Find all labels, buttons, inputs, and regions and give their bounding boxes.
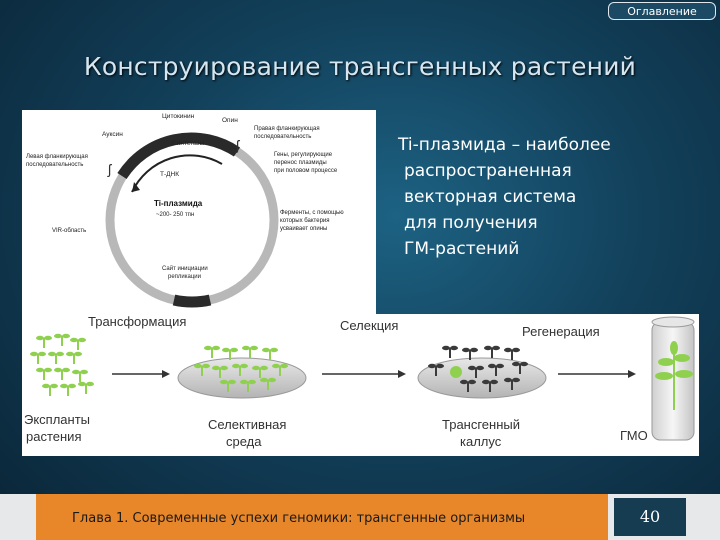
origin-arc	[172, 294, 212, 308]
step-selection-label: Селекция	[340, 318, 398, 333]
petri-dish-selective	[177, 357, 307, 399]
arrowhead-icon	[132, 182, 140, 192]
label-enzymes-1: Ферменты, с помощью	[280, 210, 344, 216]
regenerated-plant	[655, 341, 693, 410]
label-synthases: Синтетазы	[172, 140, 205, 147]
label-genes-1: Гены, регулирующие	[274, 152, 333, 158]
label-tdna: Т-ДНК	[160, 171, 179, 178]
description-line: распространенная	[404, 161, 572, 181]
transformation-process-diagram: Трансформация Селекция Регенерация Экспл…	[22, 314, 699, 456]
label-auxin: Ауксин	[102, 131, 123, 138]
label-genes-2: перенос плазмиды	[274, 160, 327, 166]
label-opine: Опин	[222, 117, 238, 124]
description-line: векторная система	[404, 187, 577, 207]
label-right-border-2: последовательность	[254, 134, 311, 140]
slide-title: Конструирование трансгенных растений	[83, 52, 637, 81]
label-left-border-1: Левая фланкирующая	[26, 154, 88, 160]
plasmid-description: Ti-плазмида – наиболее распространенная …	[398, 132, 698, 262]
gmo-label: ГМО	[620, 428, 648, 443]
label-cytokinin: Цитокинин	[162, 113, 195, 120]
label-enzymes-3: усваивает опины	[280, 226, 327, 232]
selective-label-1: Селективная	[208, 417, 286, 432]
tdna-arc	[117, 132, 241, 180]
page-number: 40	[614, 498, 686, 536]
explants-label-1: Экспланты	[24, 412, 90, 427]
label-origin-2: репликации	[168, 274, 201, 280]
footer-chapter-title: Глава 1. Современные успехи геномики: тр…	[72, 511, 526, 526]
selective-label-2: среда	[226, 434, 262, 449]
label-right-border-1: Правая фланкирующая	[254, 126, 320, 132]
plasmid-size: ~200- 250 тпн	[156, 212, 194, 218]
label-genes-3: при половом процессе	[274, 168, 338, 174]
process-svg: Трансформация Селекция Регенерация Экспл…	[24, 314, 695, 449]
plasmid-svg: ʃ ʃ Цитокинин Опин Ауксин Синтетазы Т-ДН…	[26, 113, 344, 308]
left-border-icon: ʃ	[107, 161, 113, 177]
explants-label-2: растения	[26, 429, 81, 444]
label-left-border-2: последовательность	[26, 162, 83, 168]
explant-sprouts	[29, 332, 95, 397]
label-enzymes-2: которых бактерия	[280, 218, 330, 224]
arrow-1-head-icon	[162, 370, 170, 378]
callus-label-2: каллус	[460, 434, 502, 449]
plasmid-name: Ti-плазмида	[154, 199, 203, 208]
description-line: Ti-плазмида – наиболее	[398, 135, 611, 155]
label-vir: VIR-область	[52, 228, 86, 234]
step-regeneration-label: Регенерация	[522, 324, 600, 339]
label-origin-1: Сайт инициации	[162, 265, 208, 272]
description-line: для получения	[404, 213, 538, 233]
arrow-3-head-icon	[628, 370, 636, 378]
step-transformation-label: Трансформация	[88, 314, 186, 329]
arrow-2-head-icon	[398, 370, 406, 378]
callus-label-1: Трансгенный	[442, 417, 520, 432]
description-line: ГМ-растений	[404, 239, 520, 259]
tdna-inner-arrow	[131, 154, 223, 193]
footer-chapter-bar	[36, 494, 608, 540]
right-border-icon: ʃ	[235, 137, 241, 153]
plasmid-diagram: ʃ ʃ Цитокинин Опин Ауксин Синтетазы Т-ДН…	[22, 110, 376, 314]
toc-button[interactable]: Оглавление	[608, 2, 716, 20]
petri-dish-callus	[417, 357, 547, 399]
dish-2-sprouts	[427, 344, 529, 393]
